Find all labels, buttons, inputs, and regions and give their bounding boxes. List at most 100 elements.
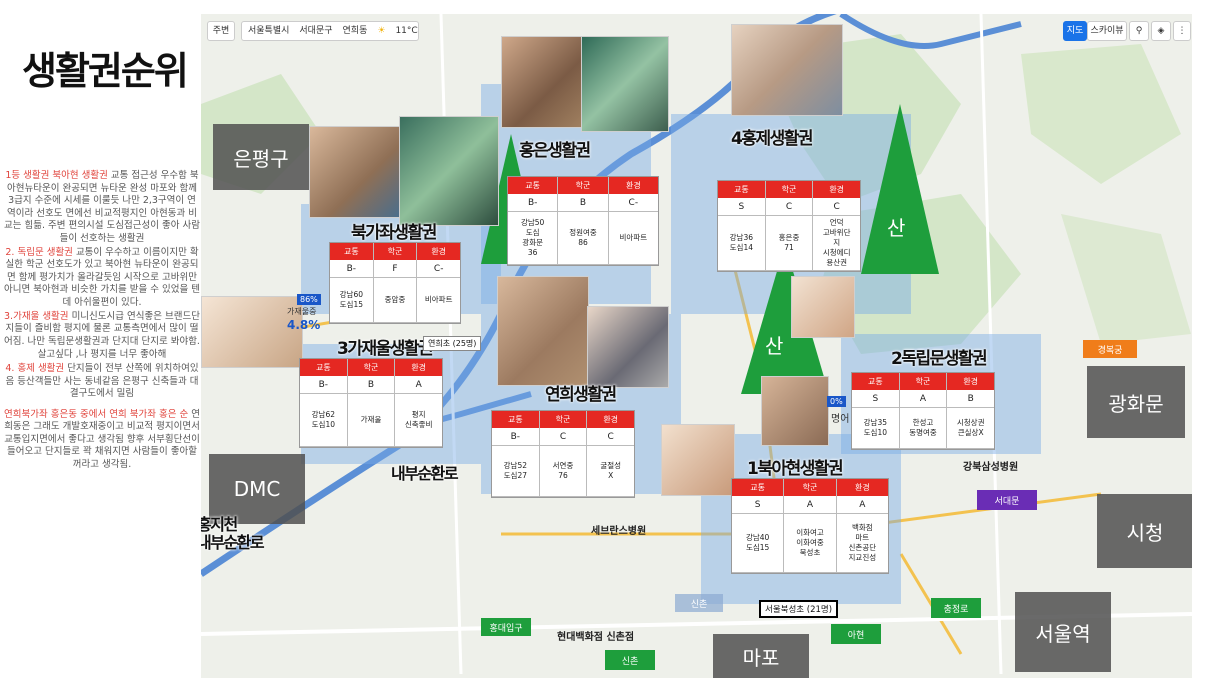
info-transport: 강남60 도심15 (330, 278, 374, 322)
grade-environment: C- (628, 197, 639, 208)
nearby-button[interactable]: 주변 (207, 21, 235, 41)
info-school: 중암중 (374, 278, 418, 322)
photo-yeonhui-elderly (497, 276, 589, 386)
zone-title-bukahyeon: 1북아현생활권 (747, 459, 844, 479)
grade-transport: S (852, 390, 900, 407)
info-transport: 강남36 도심14 (718, 216, 766, 270)
photo-elderly-family (309, 126, 401, 218)
station-seodaemun[interactable]: 서대문 (977, 490, 1037, 510)
school-seoul-bukseong[interactable]: 서울북성초 (21명) (759, 600, 839, 618)
location-pin-icon[interactable]: ⚲ (1129, 21, 1149, 41)
layers-icon[interactable]: ◈ (1151, 21, 1171, 41)
photo-yeonhui-youth (587, 306, 669, 388)
zone-title-gajaeul: 3가재울생활권 (337, 339, 434, 359)
myeong-label: 명어 (831, 414, 850, 425)
header-transport: 교통 (852, 373, 900, 390)
header-school: 학군 (784, 479, 837, 496)
breadcrumb-dong[interactable]: 연희동 (342, 26, 368, 36)
photo-dongnimmun-elderly (761, 376, 829, 446)
info-transport: 강남35 도심10 (852, 408, 900, 448)
grade-transport: B- (330, 260, 374, 277)
zone-title-yeonhui: 연희생활권 (545, 385, 617, 405)
percent-marker-3: 0% (827, 396, 846, 407)
header-school: 학군 (766, 181, 814, 198)
ranking-paragraph-1: 1등 생활권 북아현 생활권 교통 접근성 우수함 북아현뉴타운이 완공되면 뉴… (4, 170, 200, 244)
ranking-paragraph-4: 살고싶다 ,나 평지를 너무 좋아해 (37, 349, 167, 361)
mountain-2 (741, 244, 829, 394)
map-toolbar: 주변 서울특별시 서대문구 연희동 ☀ 11°C 지도 스카이뷰 ⚲ ◈ ⋮ (201, 14, 1192, 46)
info-school: 홍은중 71 (766, 216, 814, 270)
school-yeonhui[interactable]: 연희초 (25명) (423, 336, 482, 351)
breadcrumb-gu[interactable]: 서대문구 (299, 26, 333, 36)
info-environment: 비아파트 (619, 233, 648, 242)
ranking-paragraph-5: 4. 홍제 생활권 단지들이 전부 산쪽에 위치하여있음 등산객들만 사는 동네… (5, 362, 199, 400)
header-transport: 교통 (508, 177, 559, 194)
station-sinchon[interactable]: 신촌 (605, 650, 655, 670)
zone-title-dongnimmun: 2독립문생활권 (891, 349, 988, 369)
grade-environment: C (833, 201, 840, 212)
header-school: 학군 (374, 243, 418, 260)
info-transport: 강남52 도심27 (492, 446, 540, 496)
info-school: 한성고 동명여중 (900, 408, 948, 448)
info-school: 정원여중 86 (558, 212, 609, 264)
station-hongik[interactable]: 홍대입구 (481, 618, 531, 636)
photo-gajaeul-family (201, 296, 303, 368)
info-environment: 평지 신축좋비 (404, 410, 433, 429)
road-label-naebu: 내부순환로 (391, 464, 459, 483)
road-label-hongjicheon: 홍지천 내부순환로 (201, 515, 265, 552)
grade-school: C (540, 428, 588, 445)
ranking-paragraph-3: 3.가재울 생활권 미니신도시급 연식좋은 브랜드단지들이 즐비함 평지에 물론… (4, 310, 200, 347)
info-environment: 굴절성 X (600, 461, 622, 480)
district-mapo: 마포 (713, 634, 809, 678)
grade-environment: B (967, 393, 974, 404)
map-view[interactable]: 주변 서울특별시 서대문구 연희동 ☀ 11°C 지도 스카이뷰 ⚲ ◈ ⋮ 산… (201, 14, 1192, 678)
photo-bukahyeon-family (661, 424, 735, 496)
grade-environment: A (859, 499, 866, 510)
grade-school: B (348, 376, 396, 393)
grade-transport: B- (492, 428, 540, 445)
info-environment: 언덕 고바위단 지 시청에디 용산권 (822, 218, 851, 267)
more-icon[interactable]: ⋮ (1173, 21, 1191, 41)
photo-hongeun-group (581, 36, 669, 132)
info-school: 가재울 (348, 394, 396, 446)
header-school: 학군 (558, 177, 609, 194)
info-transport: 강남50 도심 광화문 36 (508, 212, 559, 264)
mountain-label-1: 산 (887, 216, 906, 240)
info-school: 이화여고 이화여중 북성초 (784, 514, 837, 572)
header-environment: 환경 (603, 414, 619, 424)
station-gyeongbokgung[interactable]: 경복궁 (1083, 340, 1137, 358)
header-school: 학군 (900, 373, 948, 390)
photo-hongeun-elderly (501, 36, 583, 128)
grade-environment: C (607, 431, 614, 442)
skyview-button[interactable]: 스카이뷰 (1087, 21, 1127, 41)
district-cityhall: 시청 (1097, 494, 1192, 568)
place-severance[interactable]: 세브란스병원 (591, 526, 647, 537)
percent-marker-2: 4.8% (287, 318, 321, 332)
header-transport: 교통 (492, 411, 540, 428)
station-sinchon-2[interactable]: 신촌 (675, 594, 723, 612)
header-environment: 환경 (963, 376, 979, 386)
header-school: 학군 (540, 411, 588, 428)
header-transport: 교통 (718, 181, 766, 198)
ranking-paragraph-2: 2. 독립문 생활권 교통이 우수하고 이름이지만 확실한 학군 선호도가 있고… (4, 246, 200, 308)
station-chungjeongno[interactable]: 충정로 (931, 598, 981, 618)
header-environment: 환경 (829, 184, 845, 194)
zone-title-hongeun: 홍은생활권 (519, 141, 591, 161)
grade-transport: B- (300, 376, 348, 393)
place-hyundai-department[interactable]: 현대백화점 신촌점 (557, 632, 635, 643)
grade-transport: B- (508, 194, 559, 211)
place-kangbuk-samsung[interactable]: 강북삼성병원 (963, 462, 1019, 473)
header-transport: 교통 (732, 479, 785, 496)
station-ahyeon[interactable]: 아현 (831, 624, 881, 644)
district-eunpyeong: 은평구 (213, 124, 309, 190)
breadcrumb-city[interactable]: 서울특별시 (248, 26, 290, 36)
photo-group-cheering (399, 116, 499, 226)
map-background (201, 14, 1192, 678)
map-view-button[interactable]: 지도 (1063, 21, 1087, 41)
